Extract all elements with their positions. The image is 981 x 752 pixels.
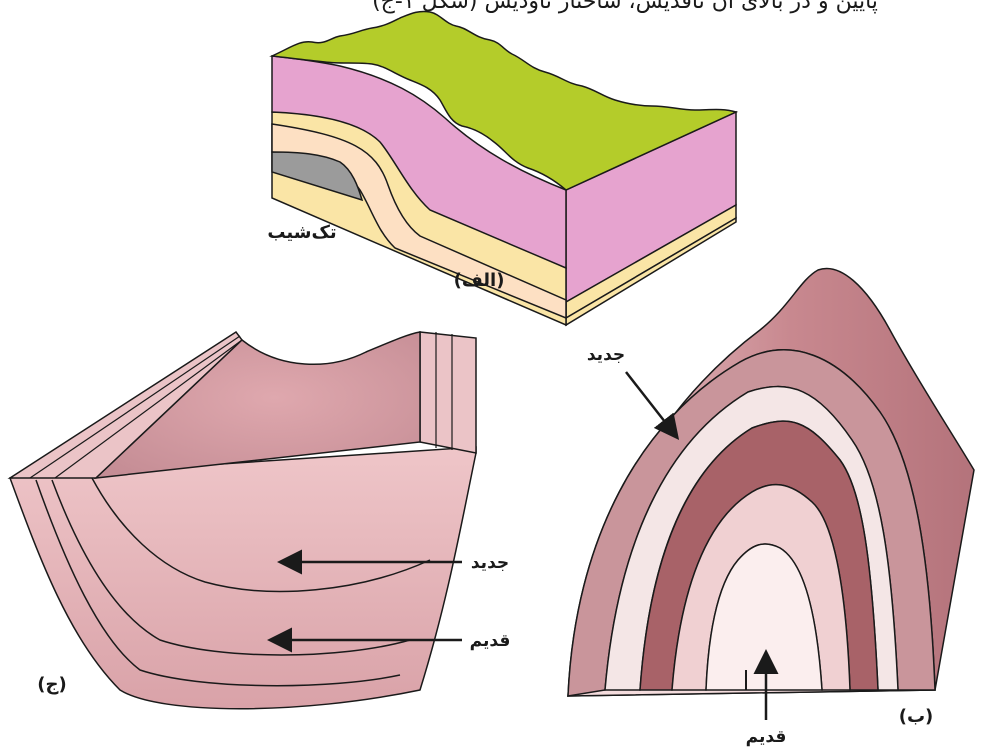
syncline-label-new: جدید [471,553,509,573]
monocline-caption: (الف) [454,270,505,291]
syncline-wall-right [420,332,476,453]
anticline-arrow-new [626,372,676,436]
header-text-fragment: پایین و در بالای آن تاقدیس، ساختار ناودی… [372,0,878,14]
syncline-caption: (ج) [37,674,66,695]
syncline-diagram: جدید قدیم (ج) [10,332,510,709]
monocline-label: تک‌شیب [267,222,336,243]
anticline-label-old: قدیم [746,727,787,747]
anticline-caption: (ب) [899,706,934,727]
syncline-outer-face [10,447,476,709]
anticline-label-new: جدید [587,345,625,365]
anticline-diagram: جدید قدیم (ب) [568,268,974,747]
syncline-label-old: قدیم [470,631,511,651]
monocline-block-diagram: تک‌شیب (الف) [267,11,736,325]
